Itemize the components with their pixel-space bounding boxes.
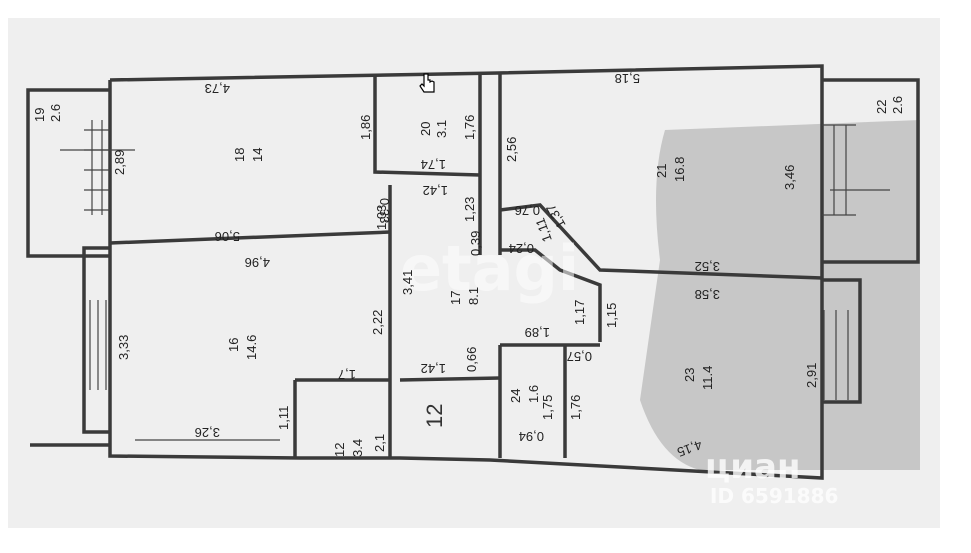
room-24-area: 1.6 (526, 385, 541, 403)
room-18-area: 14 (250, 148, 265, 162)
room-12-area: 3.4 (350, 439, 365, 457)
dim-103: 1,03 (374, 205, 389, 230)
room-18-num: 18 (232, 148, 247, 162)
dim-076: 0,76 (515, 203, 540, 218)
dim-176b: 1,76 (568, 395, 583, 420)
room-21-num: 21 (654, 164, 669, 178)
dim-189: 1,89 (525, 325, 550, 340)
dim-222: 2,22 (370, 310, 385, 335)
dim-518: 5,18 (615, 71, 640, 86)
dim-506: 5,06 (215, 229, 240, 244)
room-22-area: 2.6 (890, 96, 905, 114)
dim-117: 1,17 (572, 300, 587, 325)
watermark-cian-id: ID 6591886 (710, 484, 838, 508)
room-20-num: 20 (418, 122, 433, 136)
room-21-area: 16.8 (672, 157, 687, 182)
dim-341: 3,41 (400, 270, 415, 295)
dim-352: 3,52 (695, 259, 720, 274)
room-20-area: 3.1 (434, 120, 449, 138)
watermark-cian: циан (705, 447, 800, 487)
watermark-etagi: etagi (400, 232, 579, 305)
room-12-num: 12 (332, 443, 347, 457)
dim-174: 1,74 (421, 157, 446, 172)
dim-186: 1,86 (358, 115, 373, 140)
dim-346: 3,46 (782, 165, 797, 190)
room-16-area: 14.6 (244, 335, 259, 360)
room-24-num: 24 (508, 389, 523, 403)
room-16-num: 16 (226, 338, 241, 352)
dim-066: 0,66 (464, 347, 479, 372)
dim-21: 2,1 (372, 434, 387, 452)
windows (60, 120, 890, 441)
dim-039: 0,39 (468, 231, 483, 256)
dim-175: 1,75 (540, 395, 555, 420)
dim-473: 4,73 (205, 81, 230, 96)
dimension-labels: 4,73 5,18 1,86 1,76 2,56 2,89 1,74 1,42 … (112, 71, 819, 460)
dim-024: 0,24 (509, 241, 534, 256)
room-labels: 18 14 20 3.1 21 16.8 16 14.6 17 8.1 23 1… (32, 96, 905, 457)
shadow-area (640, 120, 920, 470)
dim-123: 1,23 (462, 197, 477, 222)
dim-142a: 1,42 (423, 183, 448, 198)
dim-256: 2,56 (504, 137, 519, 162)
room-22-num: 22 (874, 100, 889, 114)
room-23-area: 11.4 (700, 366, 715, 390)
dim-176a: 1,76 (462, 115, 477, 140)
walls (26, 64, 920, 480)
dim-115: 1,15 (604, 303, 619, 328)
dim-094: 0,94 (519, 429, 544, 444)
room-23-num: 23 (682, 368, 697, 382)
dim-111b: 1,11 (276, 406, 291, 430)
dim-496: 4,96 (245, 255, 270, 270)
hand-cursor-icon (419, 73, 435, 93)
level-mark: 12 (422, 404, 447, 428)
dim-333: 3,33 (116, 335, 131, 360)
dim-33: 0,33 (377, 198, 392, 223)
dim-17: 1,7 (338, 367, 356, 382)
dim-057: 0,57 (567, 349, 592, 364)
room-19-area: 2.6 (48, 104, 63, 122)
dim-291: 2,91 (804, 363, 819, 388)
room-19-num: 19 (32, 108, 47, 122)
dim-358: 3,58 (695, 287, 720, 302)
room-17-num: 17 (448, 291, 463, 305)
dim-142b: 1,42 (421, 361, 446, 376)
dim-289: 2,89 (112, 150, 127, 175)
room-17-area: 8.1 (466, 287, 481, 305)
dim-326: 3,26 (195, 425, 220, 440)
